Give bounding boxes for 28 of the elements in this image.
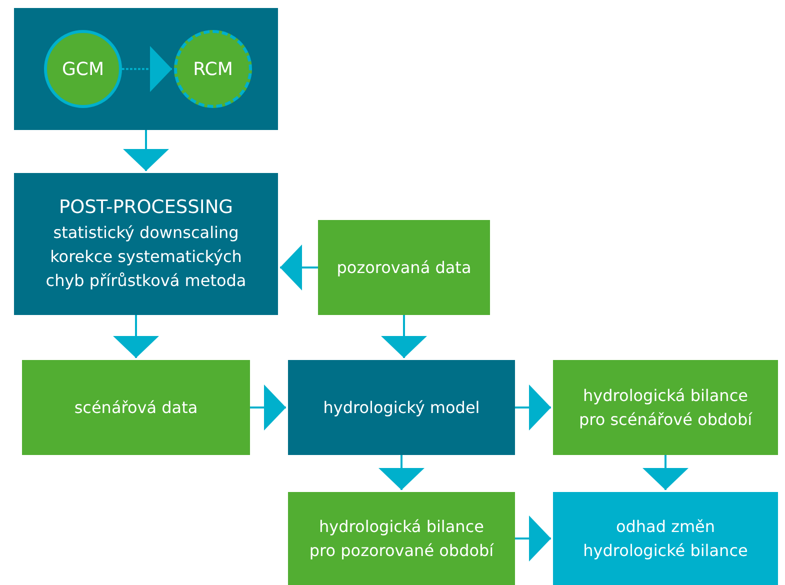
arrow xyxy=(123,130,169,171)
arrow xyxy=(250,384,286,430)
box-text: GCM xyxy=(62,58,104,82)
box-text: odhad změn hydrologické bilance xyxy=(582,516,749,562)
process-box xyxy=(288,492,515,585)
arrow xyxy=(122,46,172,92)
box-text: pozorovaná data xyxy=(336,256,472,278)
process-box xyxy=(553,492,778,585)
box-text: statistický downscaling korekce systematických chyb přírůstková metoda xyxy=(44,222,248,292)
process-box xyxy=(553,360,778,455)
arrow xyxy=(515,516,551,562)
process-box xyxy=(22,360,250,455)
box-text: RCM xyxy=(193,58,233,82)
process-box xyxy=(318,220,490,315)
arrow xyxy=(381,315,427,358)
model-panel xyxy=(14,8,278,130)
process-box xyxy=(288,360,515,455)
arrow xyxy=(280,244,318,290)
process-box xyxy=(14,173,278,315)
arrow xyxy=(642,455,688,490)
box-text: hydrologická bilance pro pozorované období xyxy=(308,516,495,562)
box-text: hydrologický model xyxy=(323,396,480,418)
box-heading: POST-PROCESSING xyxy=(58,196,234,220)
box-text: scénářová data xyxy=(74,396,198,418)
arrow xyxy=(515,384,551,430)
box-text: hydrologická bilance pro scénářové období xyxy=(578,384,754,430)
arrow xyxy=(113,315,159,358)
arrow xyxy=(378,455,424,490)
